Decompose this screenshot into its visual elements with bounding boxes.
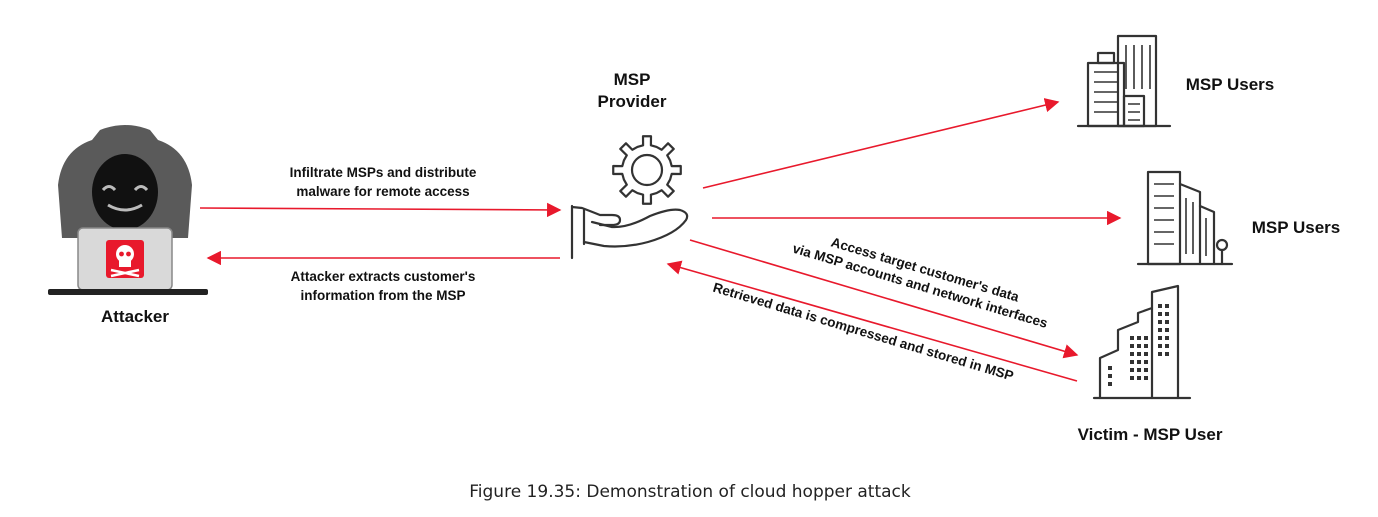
msp-users-label-2: MSP Users	[1252, 218, 1341, 237]
tower-building-icon	[1136, 170, 1234, 266]
gear-hand-icon	[570, 135, 689, 260]
extract-label-line2: information from the MSP	[301, 288, 466, 303]
arrow-infiltrate	[199, 202, 562, 218]
attacker-label: Attacker	[101, 307, 169, 326]
msp-provider-label-line1: MSP	[614, 70, 651, 89]
msp-users-label-1: MSP Users	[1186, 75, 1275, 94]
infiltrate-label-line2: malware for remote access	[296, 184, 469, 199]
msp-provider-label-line2: Provider	[598, 92, 667, 111]
arrow-access-victim	[689, 239, 1079, 359]
arrow-to-msp-users-1	[702, 98, 1060, 189]
figure-caption: Figure 19.35: Demonstration of cloud hop…	[469, 482, 911, 502]
office-building-icon	[1076, 34, 1172, 128]
city-building-icon	[1092, 284, 1192, 400]
victim-label: Victim - MSP User	[1078, 425, 1223, 444]
skull-icon	[106, 240, 144, 278]
extract-label-line1: Attacker extracts customer's	[291, 269, 476, 284]
hacker-icon	[48, 125, 208, 295]
infiltrate-label-line1: Infiltrate MSPs and distribute	[290, 165, 477, 180]
arrow-retrieved	[666, 260, 1078, 382]
